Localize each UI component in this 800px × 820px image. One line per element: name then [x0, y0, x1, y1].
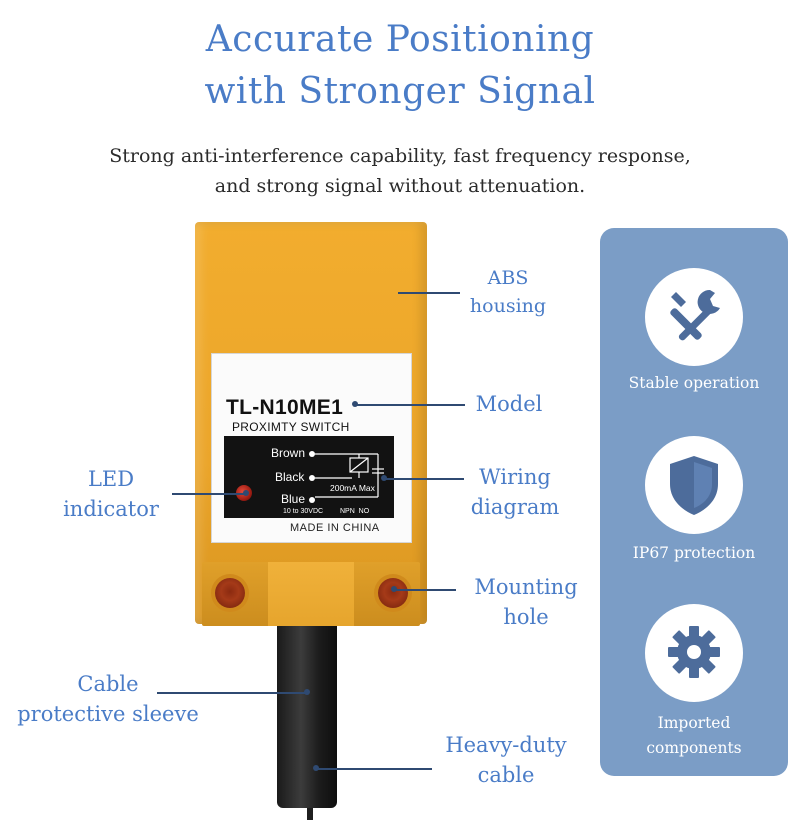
callout-heavy-duty-cable: Heavy-duty cable — [430, 730, 582, 790]
model-number: TL-N10ME1 — [226, 396, 344, 419]
callout-cable-line-1: Heavy-duty — [445, 733, 567, 757]
mounting-hole-left — [215, 578, 245, 608]
feature-ip67-label: IP67 protection — [632, 544, 756, 562]
wire-brown-label: Brown — [271, 446, 306, 460]
callout-led: LED indicator — [45, 464, 177, 524]
leader-wiring — [384, 478, 464, 480]
wire-brown-terminal — [309, 451, 315, 457]
wiring-load-rating: 200mA Max — [330, 483, 375, 493]
callout-abs-housing: ABS housing — [460, 264, 556, 320]
leader-mounting — [394, 589, 456, 591]
callout-wiring: Wiring diagram — [462, 462, 568, 522]
wire-blue-terminal — [309, 497, 315, 503]
callout-abs-housing-line-2: housing — [469, 295, 547, 317]
leader-led — [172, 493, 246, 495]
feature-imported-label-line-1: Imported — [657, 714, 731, 732]
subheadline-line-1: Strong anti-interference capability, fas… — [109, 145, 691, 167]
callout-sleeve-line-1: Cable — [77, 672, 139, 696]
housing-notch — [268, 562, 354, 626]
leader-sleeve-dot — [304, 689, 310, 695]
wrench-screwdriver-icon — [670, 289, 720, 341]
wiring-voltage: 10 to 30VDC — [283, 508, 324, 515]
gear-icon — [668, 626, 720, 678]
headline-line-1: Accurate Positioning — [205, 19, 595, 60]
headline-line-2: with Stronger Signal — [204, 71, 596, 112]
leader-cable-dot — [313, 765, 319, 771]
leader-model — [355, 404, 465, 406]
feature-imported-label-line-2: components — [646, 739, 742, 757]
feature-imported-label: Imported components — [600, 711, 788, 761]
leader-led-dot — [243, 490, 249, 496]
callout-mounting-line-1: Mounting — [474, 575, 578, 599]
subheadline: Strong anti-interference capability, fas… — [0, 141, 800, 201]
wiring-output-type: NPN NO — [340, 508, 370, 515]
product-type: PROXIMTY SWITCH — [232, 420, 350, 434]
leader-sleeve — [157, 692, 307, 694]
callout-led-line-2: indicator — [63, 497, 159, 521]
feature-stable-operation-label: Stable operation — [628, 374, 760, 392]
shield-icon — [670, 456, 718, 515]
leader-cable — [316, 768, 432, 770]
feature-stable-operation-badge — [645, 268, 743, 366]
wire-black-label: Black — [275, 470, 305, 484]
leader-wiring-dot — [381, 475, 387, 481]
callout-abs-housing-line-1: ABS — [487, 267, 529, 289]
callout-wiring-line-2: diagram — [470, 495, 560, 519]
leader-mounting-dot — [391, 586, 397, 592]
callout-cable-sleeve: Cable protective sleeve — [6, 669, 210, 729]
callout-mounting-hole: Mounting hole — [458, 572, 594, 632]
leader-model-dot — [352, 401, 358, 407]
callout-wiring-line-1: Wiring — [479, 465, 551, 489]
origin-text: MADE IN CHINA — [290, 522, 380, 534]
callout-sleeve-line-2: protective sleeve — [17, 702, 199, 726]
subheadline-line-2: and strong signal without attenuation. — [214, 175, 586, 197]
wiring-schematic — [315, 453, 384, 498]
callout-cable-line-2: cable — [477, 763, 535, 787]
headline: Accurate Positioning with Stronger Signa… — [0, 14, 800, 118]
wire-blue-label: Blue — [281, 492, 306, 506]
leader-abs-housing — [398, 292, 460, 294]
wire-black-terminal — [309, 475, 315, 481]
cable-sleeve — [277, 608, 337, 808]
callout-led-line-1: LED — [87, 467, 135, 491]
callout-mounting-line-2: hole — [503, 605, 549, 629]
callout-model: Model — [475, 392, 543, 416]
mounting-hole-right — [378, 578, 408, 608]
